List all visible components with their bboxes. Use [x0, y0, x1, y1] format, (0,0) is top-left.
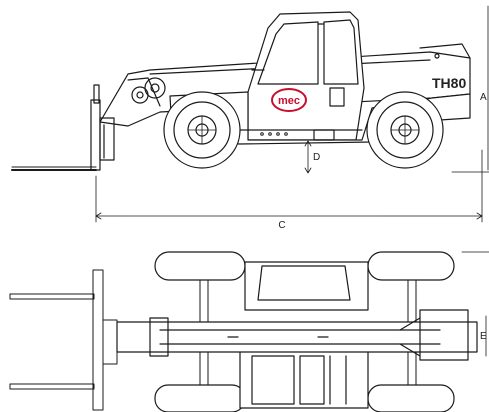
operator-cab [247, 11, 365, 141]
chassis-holes [260, 132, 288, 136]
dimension-lines [95, 5, 489, 223]
mec-logo: mec [271, 88, 307, 112]
dimension-lines-top [461, 251, 489, 357]
dimension-d-label: D [313, 152, 320, 163]
top-view [9, 251, 489, 412]
model-label: TH80 [432, 75, 466, 91]
front-wheel [163, 91, 241, 169]
side-view [11, 5, 489, 223]
body-top [239, 261, 369, 409]
rear-wheel [366, 91, 444, 169]
dimension-c-label: C [278, 220, 285, 231]
telescopic-boom [99, 43, 471, 127]
boom-top [116, 309, 478, 361]
axles-top [199, 279, 417, 386]
fork-carriage [11, 84, 115, 171]
dimension-a-label: A [480, 92, 487, 103]
forks-top [9, 269, 118, 411]
brand-text: mec [278, 95, 300, 107]
tires-top [154, 251, 455, 412]
dimension-e-label: E [480, 331, 487, 342]
